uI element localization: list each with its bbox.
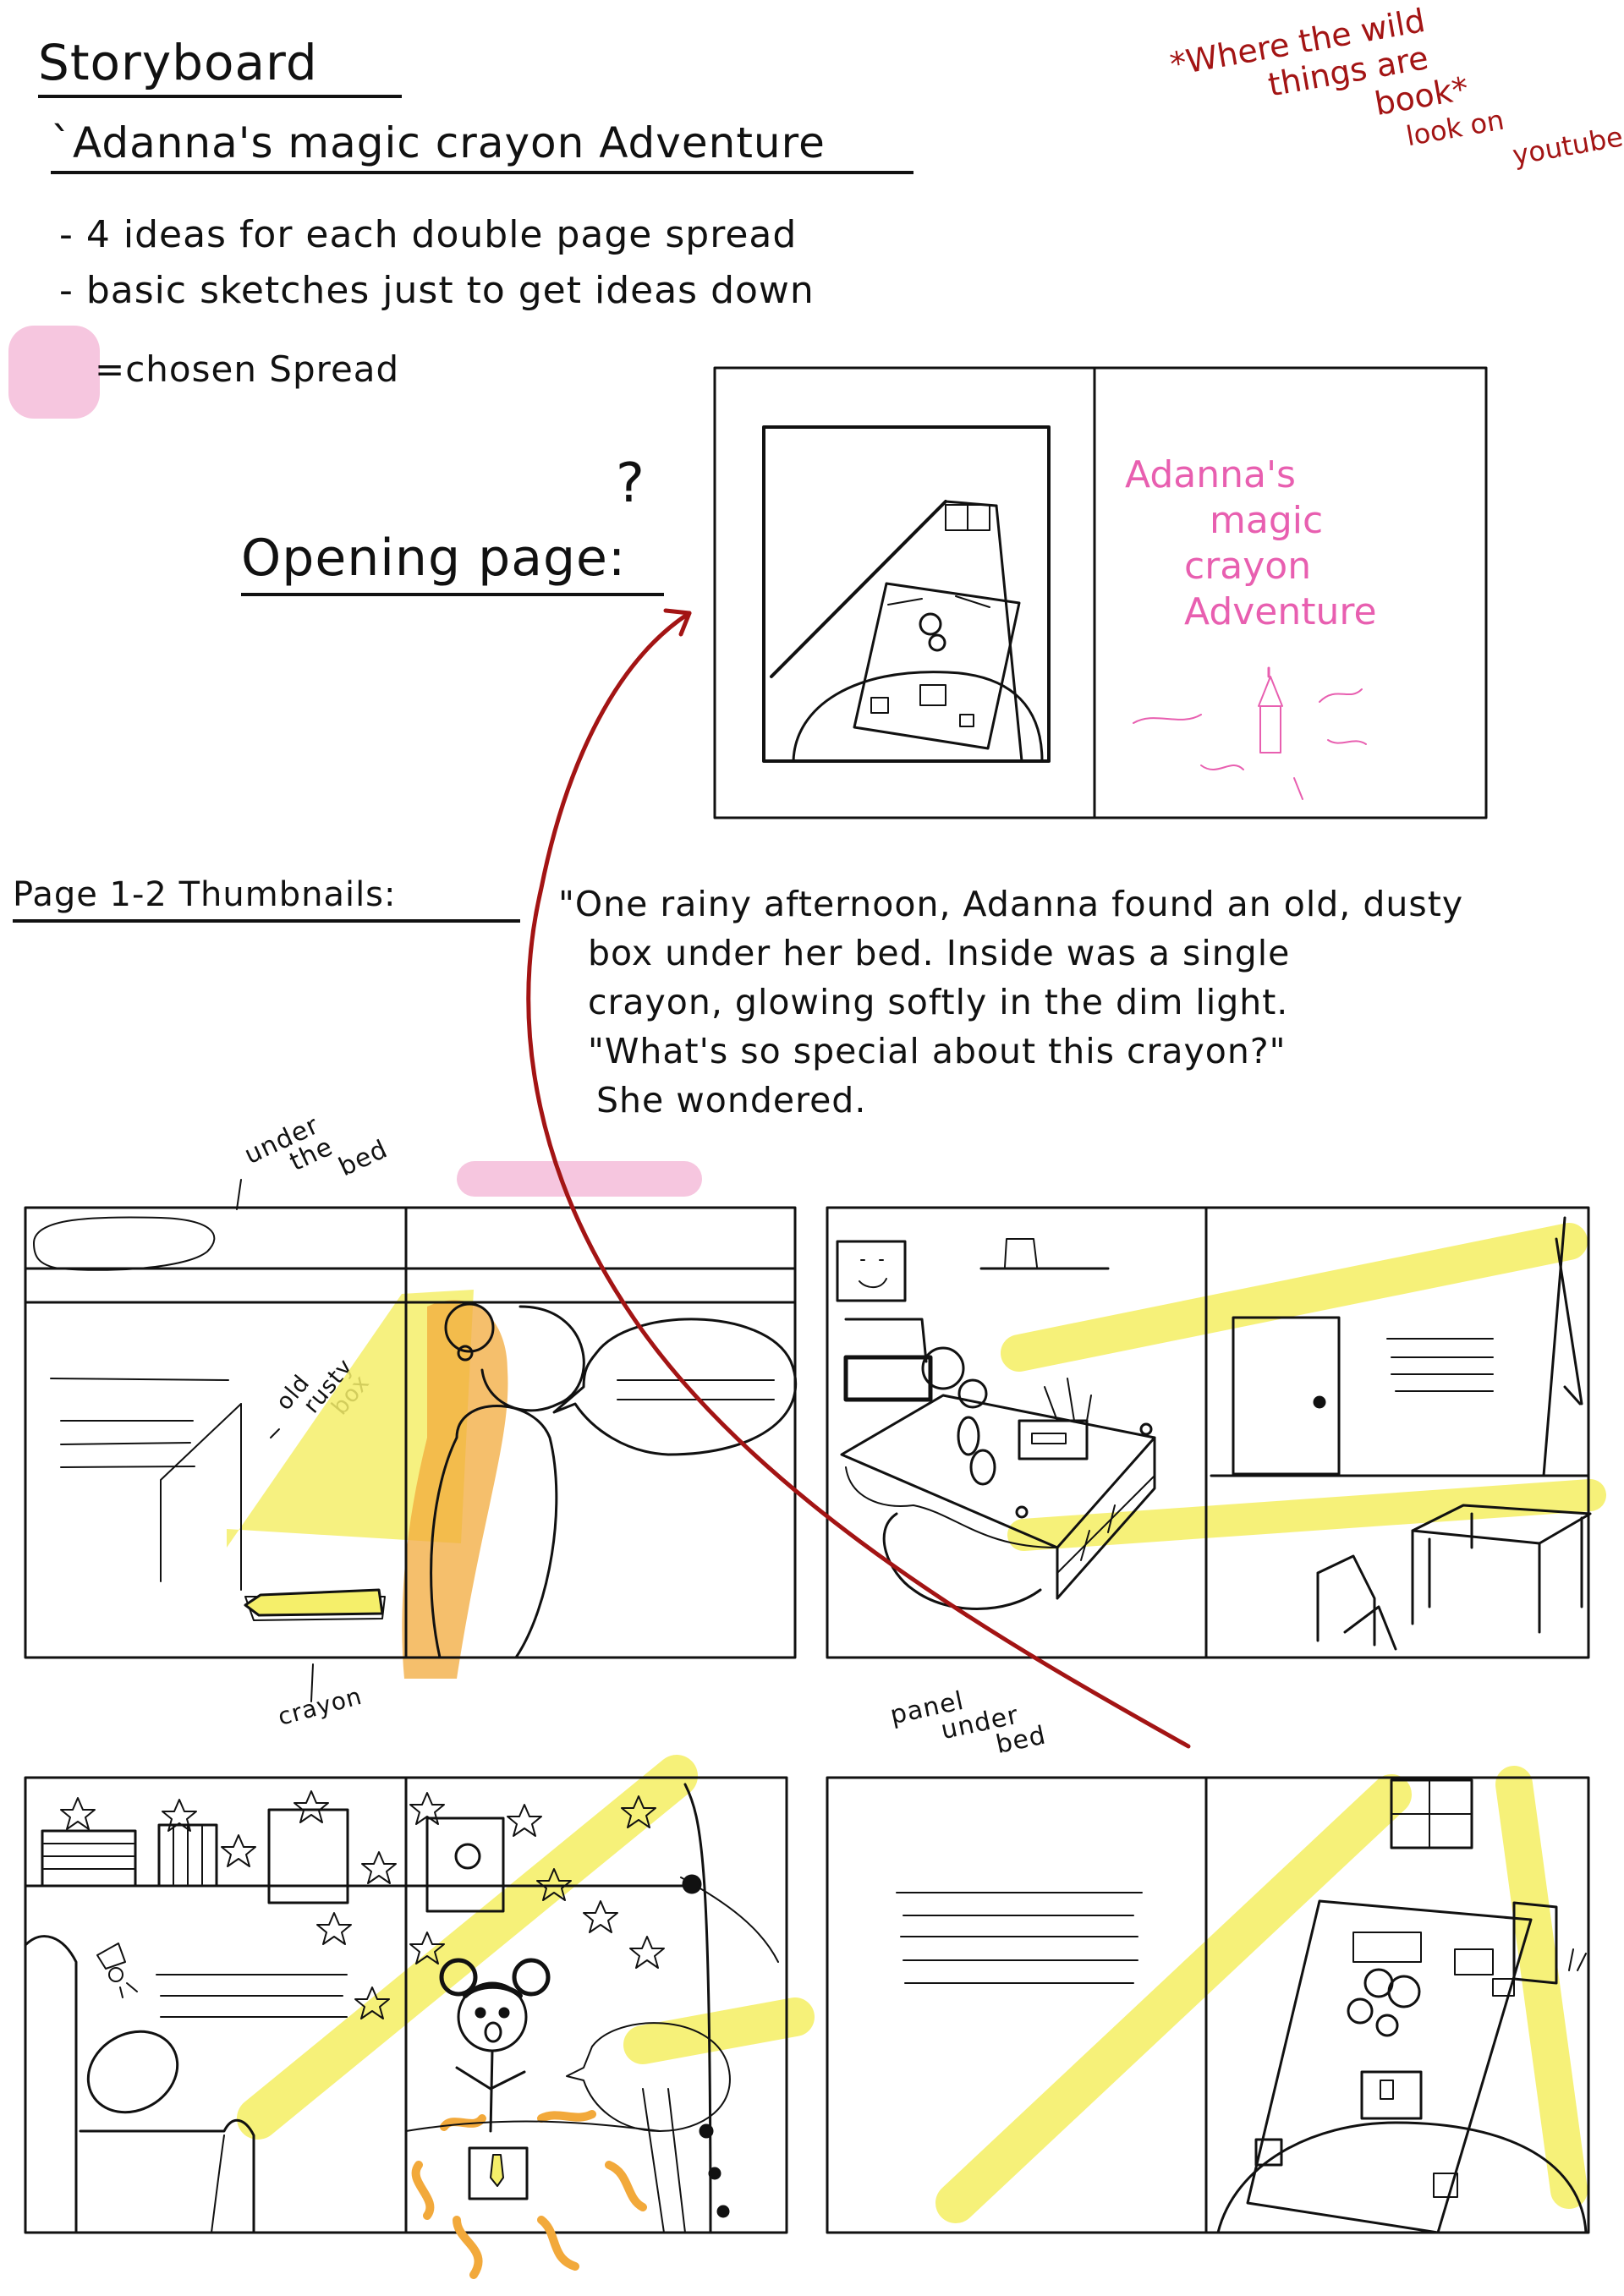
page-title: Storyboard [38,34,402,98]
cover-title-line: magic [1210,499,1324,542]
opening-page-label: Opening page: [241,529,664,596]
thumbnail-spread-2 [826,1206,1606,1659]
cover-title-line: Adventure [1184,590,1377,633]
thumbnail-spread-3 [24,1755,815,2279]
story-text: "One rainy afternoon, Adanna found an ol… [558,879,1463,1125]
question-mark: ? [616,452,645,515]
chosen-spread-marker [457,1161,702,1197]
cover-title: Adanna's magic crayon Adventure [1125,452,1377,635]
story-line: crayon, glowing softly in the dim light. [588,982,1289,1022]
thumbnails-label: Page 1-2 Thumbnails: [13,875,520,923]
note-line-2: - basic sketches just to get ideas down [59,269,815,312]
cover-title-line: crayon [1184,545,1312,588]
story-line: "One rainy afternoon, Adanna found an ol… [558,884,1464,924]
red-arrow [526,608,1191,1749]
chosen-spread-swatch [8,326,100,419]
story-line: "What's so special about this crayon?" [588,1031,1287,1071]
thumbnail-spread-4 [826,1766,1590,2234]
book-title: `Adanna's magic crayon Adventure [51,118,914,174]
note-line-1: - 4 ideas for each double page spread [59,213,798,256]
chosen-spread-label: =chosen Spread [95,348,400,390]
thumbnail-spread-1 [24,1179,797,1702]
opening-spread [713,366,1488,819]
story-line: She wondered. [596,1080,867,1121]
story-line: box under her bed. Inside was a single [588,933,1291,973]
cover-title-line: Adanna's [1125,453,1296,496]
